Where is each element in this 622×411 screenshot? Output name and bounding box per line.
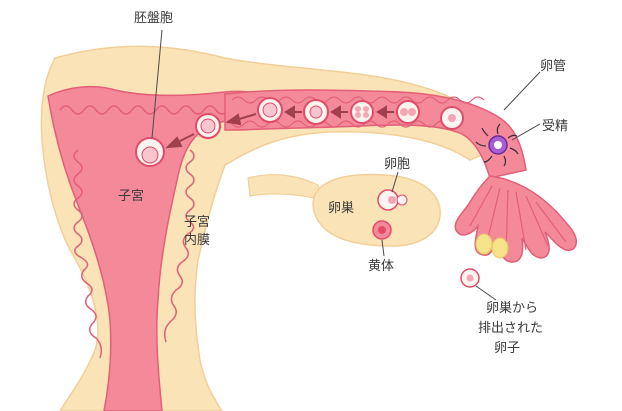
fimbria-leaf-1 bbox=[475, 233, 493, 255]
uterine-cavity bbox=[47, 85, 263, 411]
fimbria-lines bbox=[469, 185, 567, 255]
morula-inner bbox=[262, 102, 278, 118]
early-blastocyst-inner bbox=[200, 118, 216, 134]
label-ovary: 卵巣 bbox=[328, 201, 354, 216]
released-ovum-core bbox=[466, 274, 474, 282]
corpus-luteum-core bbox=[378, 226, 386, 234]
progress-arrows bbox=[165, 105, 394, 149]
ovum-nucleus bbox=[448, 114, 456, 122]
endometrium-wave-down-right bbox=[163, 149, 195, 343]
endometrium-wave-left bbox=[59, 105, 229, 115]
four-cell-d bbox=[363, 112, 369, 118]
label-fertilization: 受精 bbox=[542, 119, 568, 134]
leader-released-ovum bbox=[475, 285, 497, 301]
label-uterus: 子宮 bbox=[118, 188, 144, 204]
label-released-2: 排出された bbox=[478, 321, 543, 336]
leader-follicle bbox=[391, 171, 399, 193]
ovary-shape bbox=[312, 173, 441, 247]
follicle-small bbox=[396, 194, 408, 206]
label-endometrium-1: 子宮 bbox=[184, 214, 210, 230]
label-released-3: 卵子 bbox=[494, 341, 520, 356]
ovarian-ligament bbox=[247, 174, 323, 201]
fimbria-leaf-2 bbox=[491, 237, 509, 259]
zygote-division-a bbox=[400, 108, 408, 116]
zygote-division-b bbox=[408, 108, 416, 116]
label-released-1: 卵巣から bbox=[486, 301, 538, 316]
eight-cell-inner bbox=[309, 105, 323, 119]
four-cell-a bbox=[355, 106, 361, 112]
leader-fertilization bbox=[511, 123, 541, 141]
label-endometrium-2: 内膜 bbox=[184, 232, 210, 248]
tube-wave-bottom bbox=[231, 120, 449, 128]
blastocyst-inner bbox=[141, 146, 159, 164]
leader-oviduct bbox=[503, 71, 541, 111]
label-blastocyst: 胚盤胞 bbox=[134, 11, 173, 26]
label-corpus-luteum: 黄体 bbox=[368, 259, 394, 274]
four-cell bbox=[350, 100, 374, 124]
label-oviduct: 卵管 bbox=[540, 59, 566, 74]
label-follicle: 卵胞 bbox=[384, 157, 410, 172]
leader-blastocyst bbox=[151, 29, 163, 139]
endometrium-wave-down-left bbox=[73, 149, 103, 359]
leader-corpus-luteum bbox=[381, 239, 385, 257]
four-cell-c bbox=[355, 112, 361, 118]
follicle-oocyte bbox=[388, 196, 396, 204]
sperm-cluster bbox=[475, 123, 519, 167]
four-cell-b bbox=[363, 106, 369, 112]
